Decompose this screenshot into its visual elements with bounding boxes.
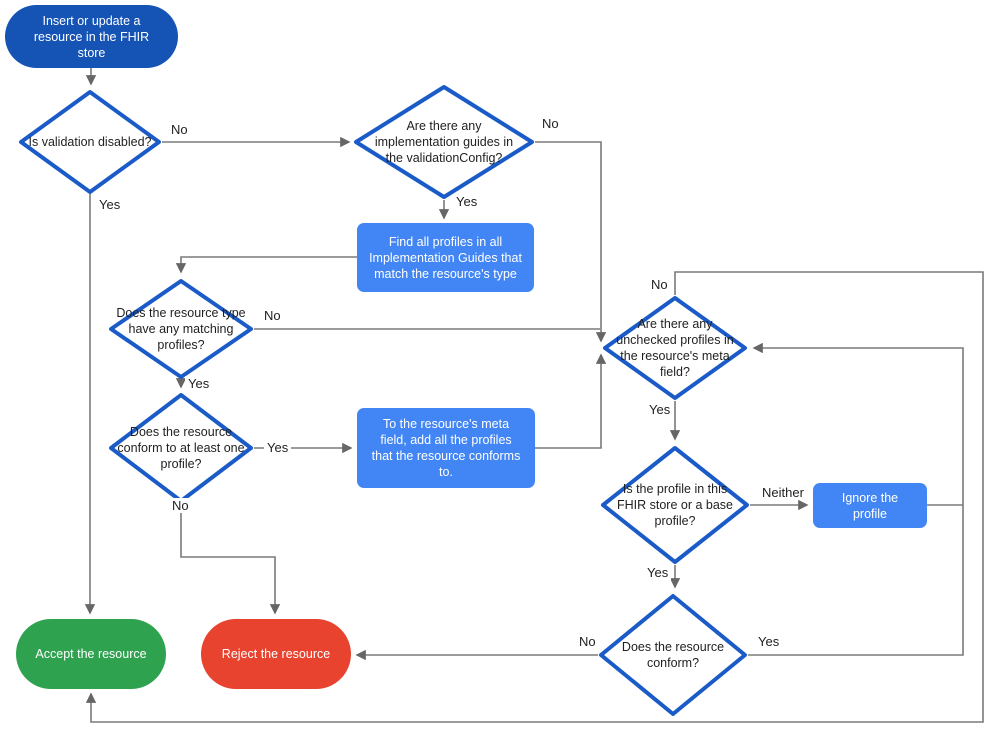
decision-implementation-guides-label: Are there any implementation guides in t…	[374, 118, 514, 166]
edge-label-matching-yes: Yes	[185, 376, 213, 391]
decision-validation-disabled-label: Is validation disabled?	[28, 134, 152, 149]
accept-node: Accept the resource	[16, 619, 166, 689]
decision-resource-conform: Does the resource conform?	[598, 593, 748, 717]
edge-label-unchecked-yes: Yes	[646, 402, 674, 417]
edge-conformone-no-to-reject	[180, 504, 281, 615]
start-node: Insert or update a resource in the FHIR …	[5, 5, 178, 68]
decision-validation-disabled: Is validation disabled?	[18, 89, 162, 195]
accept-node-label: Accept the resource	[35, 647, 147, 661]
edge-label-unchecked-no: No	[648, 277, 671, 292]
edge-conform-yes-loop	[748, 342, 964, 656]
edge-label-conform-no: No	[576, 634, 599, 649]
decision-unchecked-profiles-label: Are there any unchecked profiles in the …	[616, 316, 734, 380]
decision-unchecked-profiles: Are there any unchecked profiles in the …	[602, 295, 748, 401]
process-meta-field-label: To the resource's meta field, add all th…	[371, 417, 521, 479]
decision-conform-one-label: Does the resource conform to at least on…	[117, 424, 245, 472]
edge-label-profile-neither: Neither	[759, 485, 807, 500]
edge-guides-no-down	[535, 141, 607, 343]
process-find-profiles-label: Find all profiles in all Implementation …	[369, 234, 522, 281]
decision-matching-profiles-label: Does the resource type have any matching…	[116, 305, 246, 353]
edge-label-profile-yes: Yes	[644, 565, 672, 580]
process-ignore-profile-label: Ignore the profile	[841, 490, 899, 521]
edge-label-matching-no: No	[261, 308, 284, 323]
decision-resource-conform-label: Does the resource conform?	[621, 639, 725, 670]
edge-findprofiles-to-matching	[175, 256, 357, 274]
decision-profile-in-store: Is the profile in this FHIR store or a b…	[600, 445, 750, 565]
process-ignore-profile: Ignore the profile	[813, 483, 927, 528]
decision-conform-one: Does the resource conform to at least on…	[108, 392, 254, 504]
edge-label-guides-no: No	[539, 116, 562, 131]
decision-matching-profiles: Does the resource type have any matching…	[108, 278, 254, 380]
decision-profile-in-store-label: Is the profile in this FHIR store or a b…	[616, 481, 733, 529]
edge-label-conform-one-no: No	[169, 498, 192, 513]
edge-label-validation-yes: Yes	[96, 197, 124, 212]
reject-node-label: Reject the resource	[221, 647, 331, 661]
reject-node: Reject the resource	[201, 619, 351, 689]
edge-unchecked-no-to-accept	[85, 271, 984, 723]
start-node-label: Insert or update a resource in the FHIR …	[33, 13, 150, 60]
edge-label-conform-yes: Yes	[755, 634, 783, 649]
decision-implementation-guides: Are there any implementation guides in t…	[353, 84, 535, 200]
edge-metafield-to-unchecked	[534, 353, 607, 449]
process-find-profiles: Find all profiles in all Implementation …	[357, 223, 534, 292]
edge-label-guides-yes: Yes	[453, 194, 481, 209]
process-meta-field: To the resource's meta field, add all th…	[357, 408, 535, 488]
edge-label-validation-no: No	[168, 122, 191, 137]
edge-label-conform-one-yes: Yes	[264, 440, 292, 455]
